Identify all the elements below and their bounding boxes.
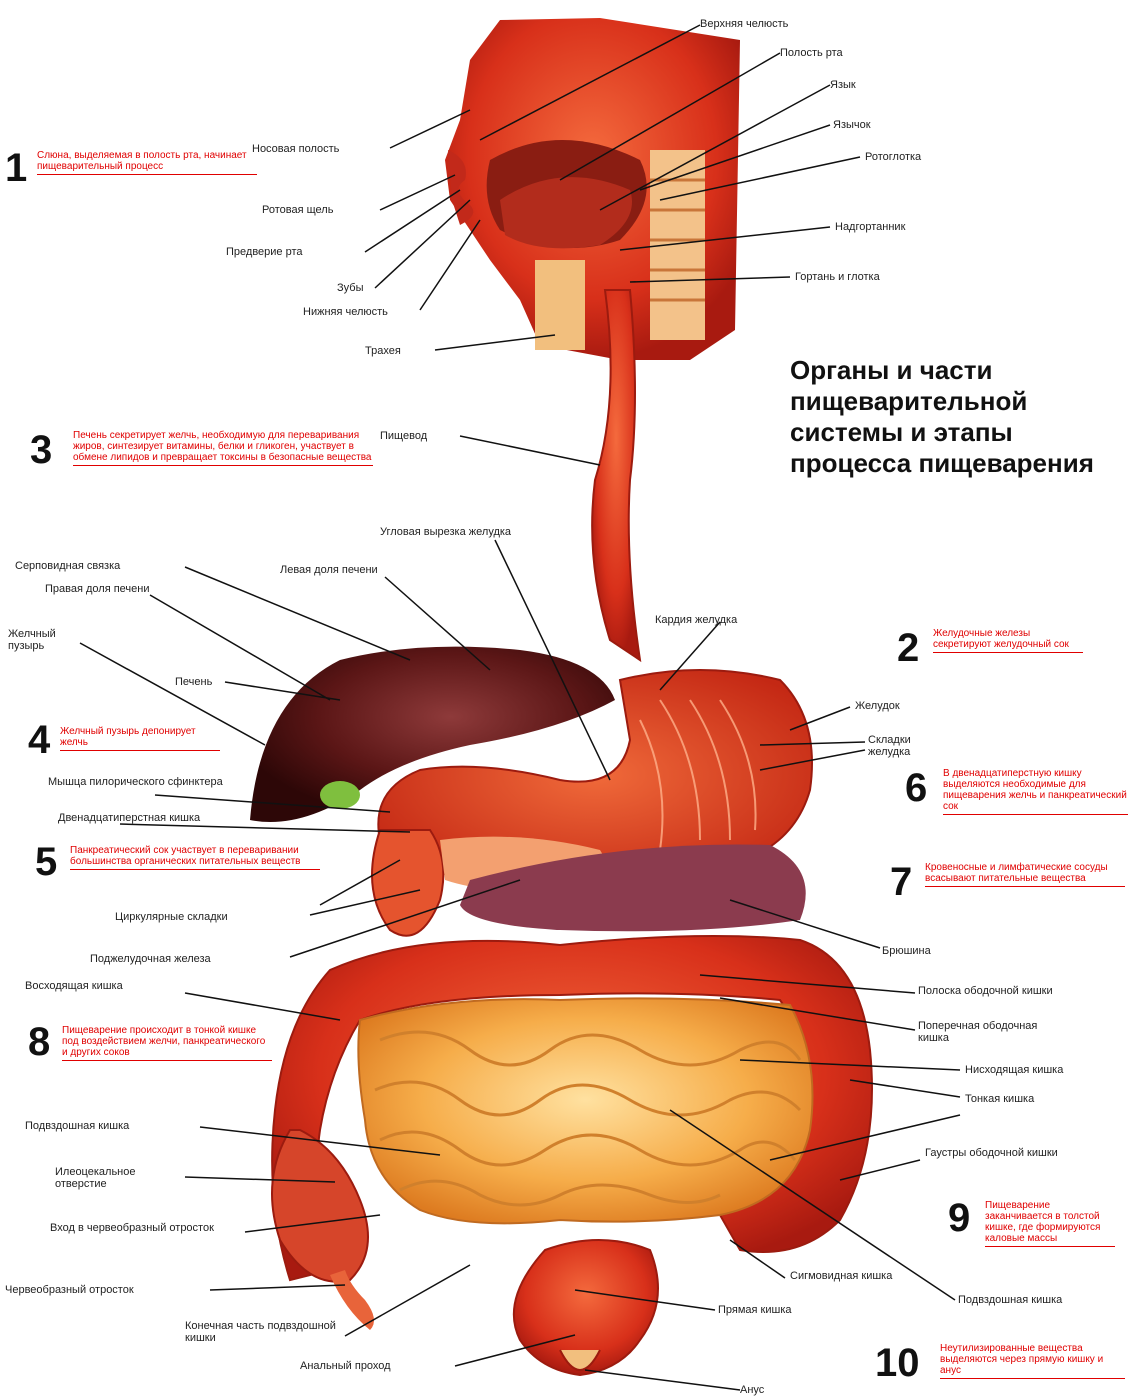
label-vestibule: Предверие рта [226, 246, 303, 258]
step-number-2: 2 [897, 628, 919, 668]
label-ascending-colon: Восходящая кишка [25, 980, 123, 992]
label-pancreas: Поджелудочная железа [90, 953, 211, 965]
label-pyloric-sphincter: Мышца пилорического сфинктера [48, 776, 238, 788]
step-number-10: 10 [875, 1343, 920, 1383]
label-uvula: Язычок [833, 119, 871, 131]
label-circular-folds: Циркулярные складки [115, 911, 228, 923]
step-note-1: Слюна, выделяемая в полость рта, начинае… [37, 150, 257, 175]
step-note-8: Пищеварение происходит в тонкой кишке по… [62, 1025, 272, 1061]
step-number-6: 6 [905, 768, 927, 808]
gallbladder-shape [320, 781, 360, 809]
label-cardia: Кардия желудка [655, 614, 737, 626]
label-oropharynx: Ротоглотка [865, 151, 921, 163]
label-rectum: Прямая кишка [718, 1304, 792, 1316]
label-transverse-colon: Поперечная ободочная кишка [918, 1020, 1068, 1044]
step-note-5: Панкреатический сок участвует в перевари… [70, 845, 320, 870]
label-liver: Печень [175, 676, 212, 688]
label-falciform-ligament: Серповидная связка [15, 560, 120, 572]
label-stomach-folds: Складки желудка [868, 734, 948, 758]
step-number-4: 4 [28, 720, 50, 760]
label-angular-notch: Угловая вырезка желудка [380, 526, 520, 538]
step-note-9: Пищеварение заканчивается в толстой кишк… [985, 1200, 1115, 1247]
step-number-5: 5 [35, 842, 57, 882]
label-anal-canal: Анальный проход [300, 1360, 391, 1372]
label-small-intestine: Тонкая кишка [965, 1093, 1034, 1105]
label-trachea: Трахея [365, 345, 401, 357]
label-oral-cavity: Полость рта [780, 47, 843, 59]
label-right-lobe: Правая доля печени [45, 583, 150, 595]
label-haustra: Гаустры ободочной кишки [925, 1147, 1075, 1159]
step-note-7: Кровеносные и лимфатические сосуды всасы… [925, 862, 1125, 887]
label-descending-colon: Нисходящая кишка [965, 1064, 1063, 1076]
label-upper-jaw: Верхняя челюсть [700, 18, 788, 30]
label-teeth: Зубы [337, 282, 363, 294]
label-ileum: Подвздошная кишка [25, 1120, 129, 1132]
step-number-7: 7 [890, 862, 912, 902]
label-left-lobe: Левая доля печени [280, 564, 378, 576]
label-lower-jaw: Нижняя челюсть [303, 306, 388, 318]
head-section [445, 18, 740, 360]
label-duodenum: Двенадцатиперстная кишка [58, 812, 228, 824]
label-ileocecal: Илеоцекальное отверстие [55, 1166, 190, 1190]
label-terminal-ileum: Конечная часть подвздошной кишки [185, 1320, 345, 1344]
label-appendix: Червеобразный отросток [5, 1284, 134, 1296]
label-sigmoid: Сигмовидная кишка [790, 1270, 900, 1282]
label-mesentery: Брюшина [882, 945, 931, 957]
label-colon-band: Полоска ободочной кишки [918, 985, 1068, 997]
label-ileum-right: Подвздошная кишка [958, 1294, 1062, 1306]
step-note-2: Желудочные железы секретируют желудочный… [933, 628, 1083, 653]
label-epiglottis: Надгортанник [835, 221, 905, 233]
step-note-6: В двенадцатиперстную кишку выделяются не… [943, 768, 1128, 815]
label-gallbladder: Желчный пузырь [8, 628, 78, 652]
step-note-3: Печень секретирует желчь, необходимую дл… [73, 430, 373, 466]
label-nasal-cavity: Носовая полость [252, 143, 339, 155]
label-larynx-pharynx: Гортань и глотка [795, 271, 880, 283]
label-anus: Анус [740, 1384, 764, 1396]
label-stomach: Желудок [855, 700, 900, 712]
label-mouth-slit: Ротовая щель [262, 204, 333, 216]
diagram-title: Органы и части пищеварительной системы и… [790, 355, 1110, 479]
label-appendix-entry: Вход в червеобразный отросток [50, 1222, 245, 1234]
label-esophagus: Пищевод [380, 430, 427, 442]
step-number-8: 8 [28, 1022, 50, 1062]
step-note-4: Желчный пузырь депонирует желчь [60, 726, 220, 751]
step-note-10: Неутилизированные вещества выделяются че… [940, 1343, 1125, 1379]
label-tongue: Язык [830, 79, 856, 91]
step-number-1: 1 [5, 148, 27, 188]
step-number-3: 3 [30, 430, 52, 470]
duodenum-shape [372, 830, 443, 936]
step-number-9: 9 [948, 1198, 970, 1238]
